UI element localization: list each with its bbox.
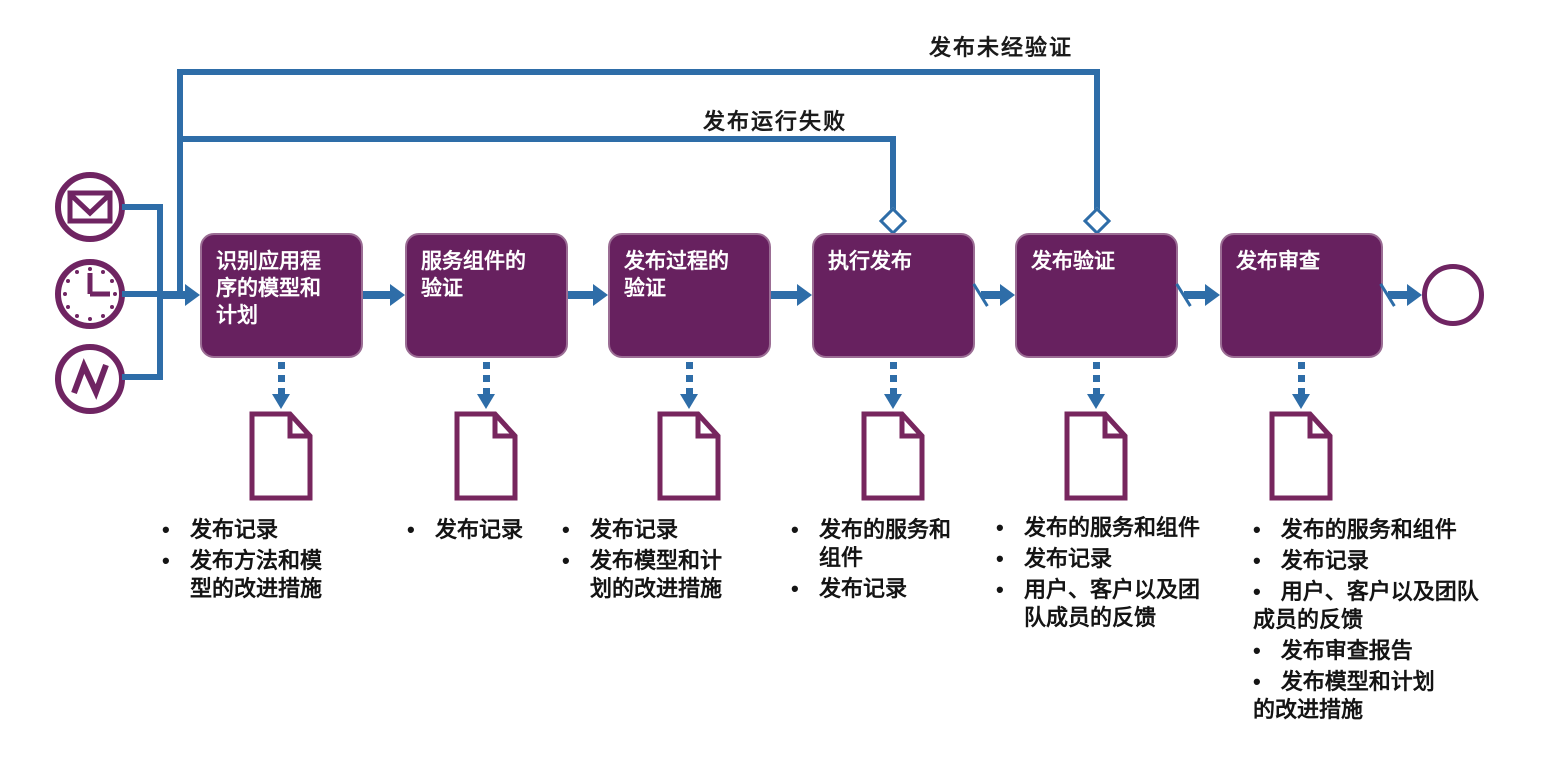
flow-arrow: [771, 284, 812, 306]
flow-arrow-default: [1379, 283, 1422, 307]
document-icon: [454, 411, 518, 501]
list-item: 发布的服务和 组件: [789, 516, 989, 572]
input-connector-clock: [122, 291, 163, 297]
loop-unverified-top-line: [177, 69, 1100, 75]
outputs-list-step2: 发布记录: [405, 516, 585, 547]
input-connector-message: [122, 204, 163, 210]
list-item: 用户、客户以及团 队成员的反馈: [994, 576, 1219, 632]
loop-unverified-drop-line: [1094, 69, 1100, 212]
document-icon: [249, 411, 313, 501]
list-item: 发布模型和计 划的改进措施: [560, 547, 770, 603]
output-dashed-arrowhead: [1292, 394, 1310, 409]
list-item: 用户、客户以及团队 成员的反馈: [1253, 578, 1493, 634]
step-execute-release: 执行发布: [812, 233, 975, 358]
document-icon: [1269, 411, 1333, 501]
list-item: 发布的服务和组件: [1253, 516, 1493, 544]
list-item: 发布记录: [1253, 547, 1493, 575]
list-item: 发布记录: [560, 516, 770, 544]
flow-arrow: [363, 284, 405, 306]
flow-arrow-default: [972, 283, 1015, 307]
end-event-circle: [1422, 264, 1484, 326]
document-icon: [657, 411, 721, 501]
list-item: 发布记录: [405, 516, 585, 544]
step-release-process-verification: 发布过程的 验证: [608, 233, 771, 358]
output-dashed-arrowhead: [477, 394, 495, 409]
output-dashed-arrow: [686, 362, 693, 395]
output-dashed-arrow: [483, 362, 490, 395]
loop-label-unverified: 发布未经验证: [929, 35, 1074, 60]
list-item: 发布模型和计划 的改进措施: [1253, 668, 1493, 724]
loop-label-run-failed: 发布运行失败: [703, 109, 848, 134]
input-connector-signal: [122, 374, 163, 380]
list-item: 发布记录: [994, 545, 1219, 573]
loop-run-failed-top-line: [177, 136, 896, 142]
output-dashed-arrowhead: [1087, 394, 1105, 409]
document-icon: [1064, 411, 1128, 501]
step-identify-models-plans: 识别应用程 序的模型和 计划: [200, 233, 363, 358]
list-item: 发布审查报告: [1253, 637, 1493, 665]
diamond-connector: [878, 206, 908, 236]
output-dashed-arrowhead: [680, 394, 698, 409]
list-item: 发布的服务和组件: [994, 514, 1219, 542]
output-dashed-arrow: [1298, 362, 1305, 395]
output-dashed-arrowhead: [884, 394, 902, 409]
list-item: 发布记录: [160, 516, 370, 544]
outputs-list-step1: 发布记录 发布方法和模 型的改进措施: [160, 516, 370, 606]
output-dashed-arrow: [278, 362, 285, 395]
signal-icon: [55, 344, 125, 414]
outputs-list-step3: 发布记录 发布模型和计 划的改进措施: [560, 516, 770, 606]
output-dashed-arrow: [1093, 362, 1100, 395]
message-icon: [55, 172, 125, 242]
flow-arrow: [568, 284, 608, 306]
clock-icon: [55, 259, 125, 329]
step-service-component-verification: 服务组件的 验证: [405, 233, 568, 358]
list-item: 发布方法和模 型的改进措施: [160, 547, 370, 603]
step-release-review: 发布审查: [1220, 233, 1383, 358]
outputs-list-step6: 发布的服务和组件 发布记录 用户、客户以及团队 成员的反馈 发布审查报告 发布模…: [1253, 516, 1493, 727]
loop-run-failed-drop-line: [890, 136, 896, 212]
loop-return-left-line: [177, 69, 183, 295]
flow-arrow-start: [157, 284, 200, 306]
output-dashed-arrow: [890, 362, 897, 395]
diamond-connector: [1082, 206, 1112, 236]
flow-arrow-default: [1175, 283, 1220, 307]
list-item: 发布记录: [789, 575, 989, 603]
outputs-list-step4: 发布的服务和 组件 发布记录: [789, 516, 989, 606]
step-release-verification: 发布验证: [1015, 233, 1178, 358]
outputs-list-step5: 发布的服务和组件 发布记录 用户、客户以及团 队成员的反馈: [994, 514, 1219, 635]
document-icon: [861, 411, 925, 501]
output-dashed-arrowhead: [272, 394, 290, 409]
